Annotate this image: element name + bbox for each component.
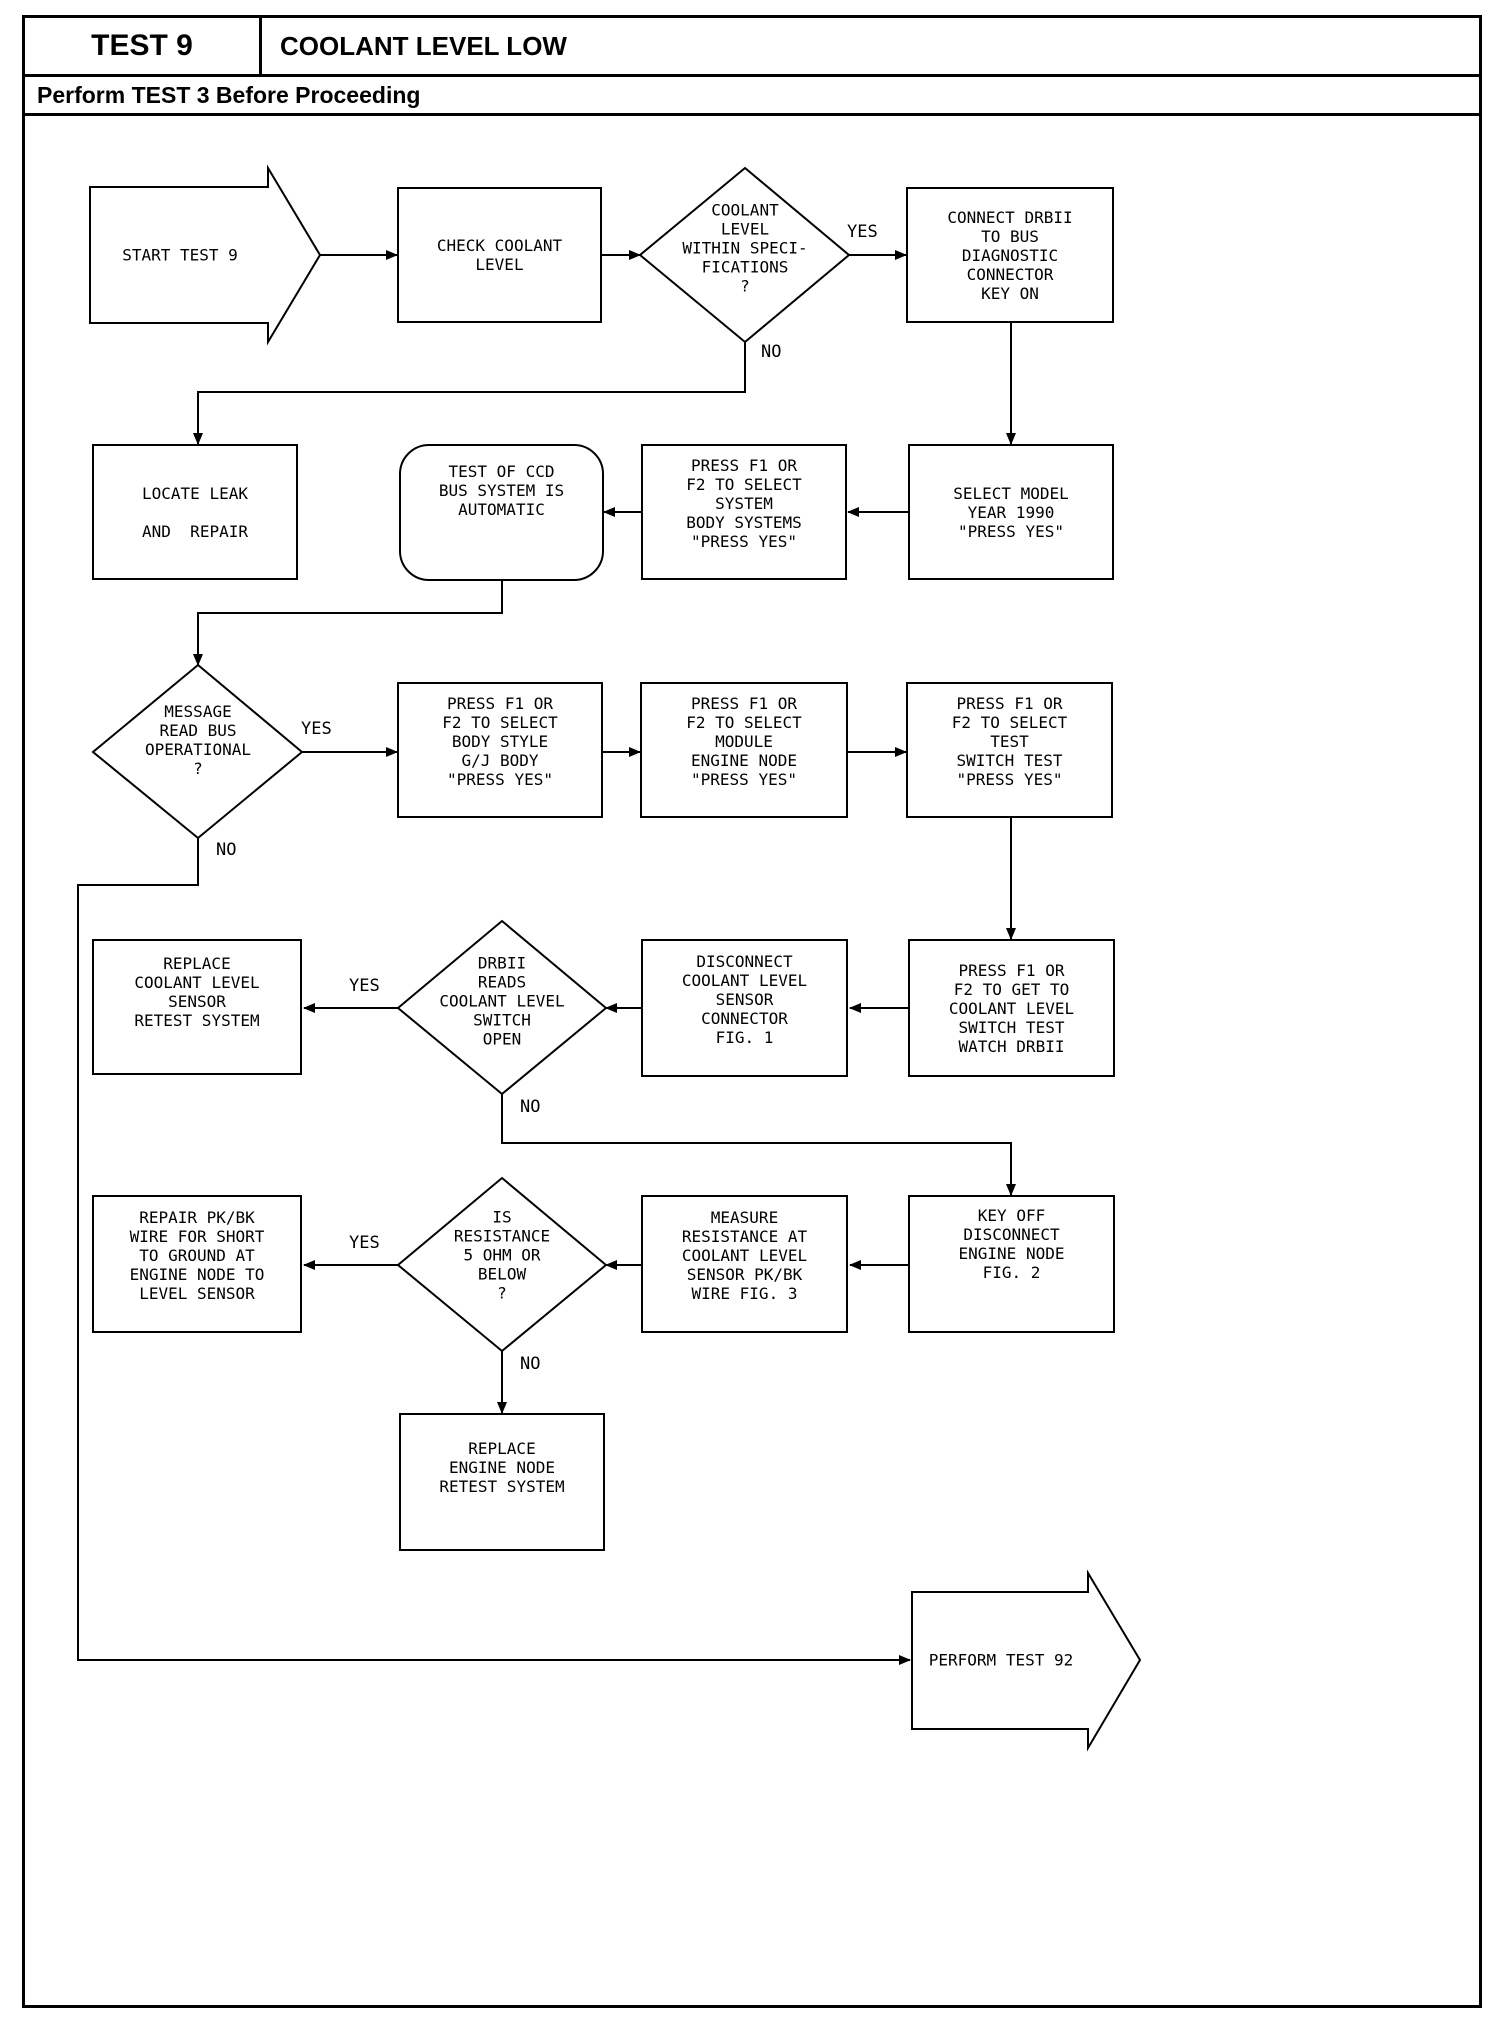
no-label-resistance: NO: [520, 1354, 541, 1374]
select-model-year-box: SELECT MODEL YEAR 1990 "PRESS YES": [908, 444, 1114, 580]
press-body-systems-box: PRESS F1 OR F2 TO SELECT SYSTEM BODY SYS…: [641, 444, 847, 580]
key-off-box: KEY OFF DISCONNECT ENGINE NODE FIG. 2: [908, 1195, 1115, 1333]
disconnect-sensor-label: DISCONNECT COOLANT LEVEL SENSOR CONNECTO…: [681, 951, 808, 1047]
test-ccd-label: TEST OF CCD BUS SYSTEM IS AUTOMATIC: [438, 462, 565, 519]
start-test-label: START TEST 9: [122, 245, 238, 265]
repair-wire-box: REPAIR PK/BK WIRE FOR SHORT TO GROUND AT…: [92, 1195, 302, 1333]
no-label-coolant: NO: [761, 342, 782, 362]
locate-leak-label: LOCATE LEAK AND REPAIR: [142, 483, 248, 541]
message-read-bus-label: MESSAGE READ BUS OPERATIONAL ?: [145, 702, 251, 778]
connect-drbii-label: CONNECT DRBII TO BUS DIAGNOSTIC CONNECTO…: [947, 207, 1073, 303]
test-ccd-box: TEST OF CCD BUS SYSTEM IS AUTOMATIC: [399, 444, 604, 581]
start-arrow-shape: [89, 164, 322, 346]
check-coolant-box: CHECK COOLANT LEVEL: [397, 187, 602, 323]
coolant-within-spec-label: COOLANT LEVEL WITHIN SPECI- FICATIONS ?: [682, 200, 808, 296]
yes-label-drbii: YES: [349, 976, 380, 996]
yes-label-coolant: YES: [847, 222, 878, 242]
measure-resistance-label: MEASURE RESISTANCE AT COOLANT LEVEL SENS…: [681, 1207, 808, 1303]
replace-engine-node-label: REPLACE ENGINE NODE RETEST SYSTEM: [439, 1438, 565, 1496]
yes-label-message: YES: [301, 719, 332, 739]
replace-engine-node-box: REPLACE ENGINE NODE RETEST SYSTEM: [399, 1413, 605, 1551]
perform-test-92-label: PERFORM TEST 92: [928, 1650, 1074, 1670]
measure-resistance-box: MEASURE RESISTANCE AT COOLANT LEVEL SENS…: [641, 1195, 848, 1333]
press-body-style-box: PRESS F1 OR F2 TO SELECT BODY STYLE G/J …: [397, 682, 603, 818]
press-body-systems-label: PRESS F1 OR F2 TO SELECT SYSTEM BODY SYS…: [686, 455, 802, 551]
locate-leak-box: LOCATE LEAK AND REPAIR: [92, 444, 298, 580]
repair-wire-label: REPAIR PK/BK WIRE FOR SHORT TO GROUND AT…: [129, 1207, 265, 1303]
yes-label-resistance: YES: [349, 1233, 380, 1253]
drbii-reads-label: DRBII READS COOLANT LEVEL SWITCH OPEN: [439, 953, 565, 1049]
press-get-switch-box: PRESS F1 OR F2 TO GET TO COOLANT LEVEL S…: [908, 939, 1115, 1077]
check-coolant-label: CHECK COOLANT LEVEL: [436, 236, 563, 274]
no-label-drbii: NO: [520, 1097, 541, 1117]
resistance-5ohm-label: IS RESISTANCE 5 OHM OR BELOW ?: [453, 1207, 551, 1303]
press-get-switch-label: PRESS F1 OR F2 TO GET TO COOLANT LEVEL S…: [948, 960, 1075, 1056]
press-body-style-label: PRESS F1 OR F2 TO SELECT BODY STYLE G/J …: [442, 693, 558, 789]
press-test-box: PRESS F1 OR F2 TO SELECT TEST SWITCH TES…: [906, 682, 1113, 818]
disconnect-sensor-box: DISCONNECT COOLANT LEVEL SENSOR CONNECTO…: [641, 939, 848, 1077]
end-arrow-shape: [911, 1569, 1142, 1752]
replace-sensor-label: REPLACE COOLANT LEVEL SENSOR RETEST SYST…: [134, 954, 260, 1030]
no-label-message: NO: [216, 840, 237, 860]
press-module-label: PRESS F1 OR F2 TO SELECT MODULE ENGINE N…: [686, 693, 802, 789]
key-off-label: KEY OFF DISCONNECT ENGINE NODE FIG. 2: [958, 1206, 1065, 1282]
prerequisite-note: Perform TEST 3 Before Proceeding: [22, 74, 1482, 116]
select-model-year-label: SELECT MODEL YEAR 1990 "PRESS YES": [953, 483, 1069, 541]
press-test-label: PRESS F1 OR F2 TO SELECT TEST SWITCH TES…: [951, 693, 1068, 789]
replace-sensor-box: REPLACE COOLANT LEVEL SENSOR RETEST SYST…: [92, 939, 302, 1075]
connect-drbii-box: CONNECT DRBII TO BUS DIAGNOSTIC CONNECTO…: [906, 187, 1114, 323]
press-module-box: PRESS F1 OR F2 TO SELECT MODULE ENGINE N…: [640, 682, 848, 818]
